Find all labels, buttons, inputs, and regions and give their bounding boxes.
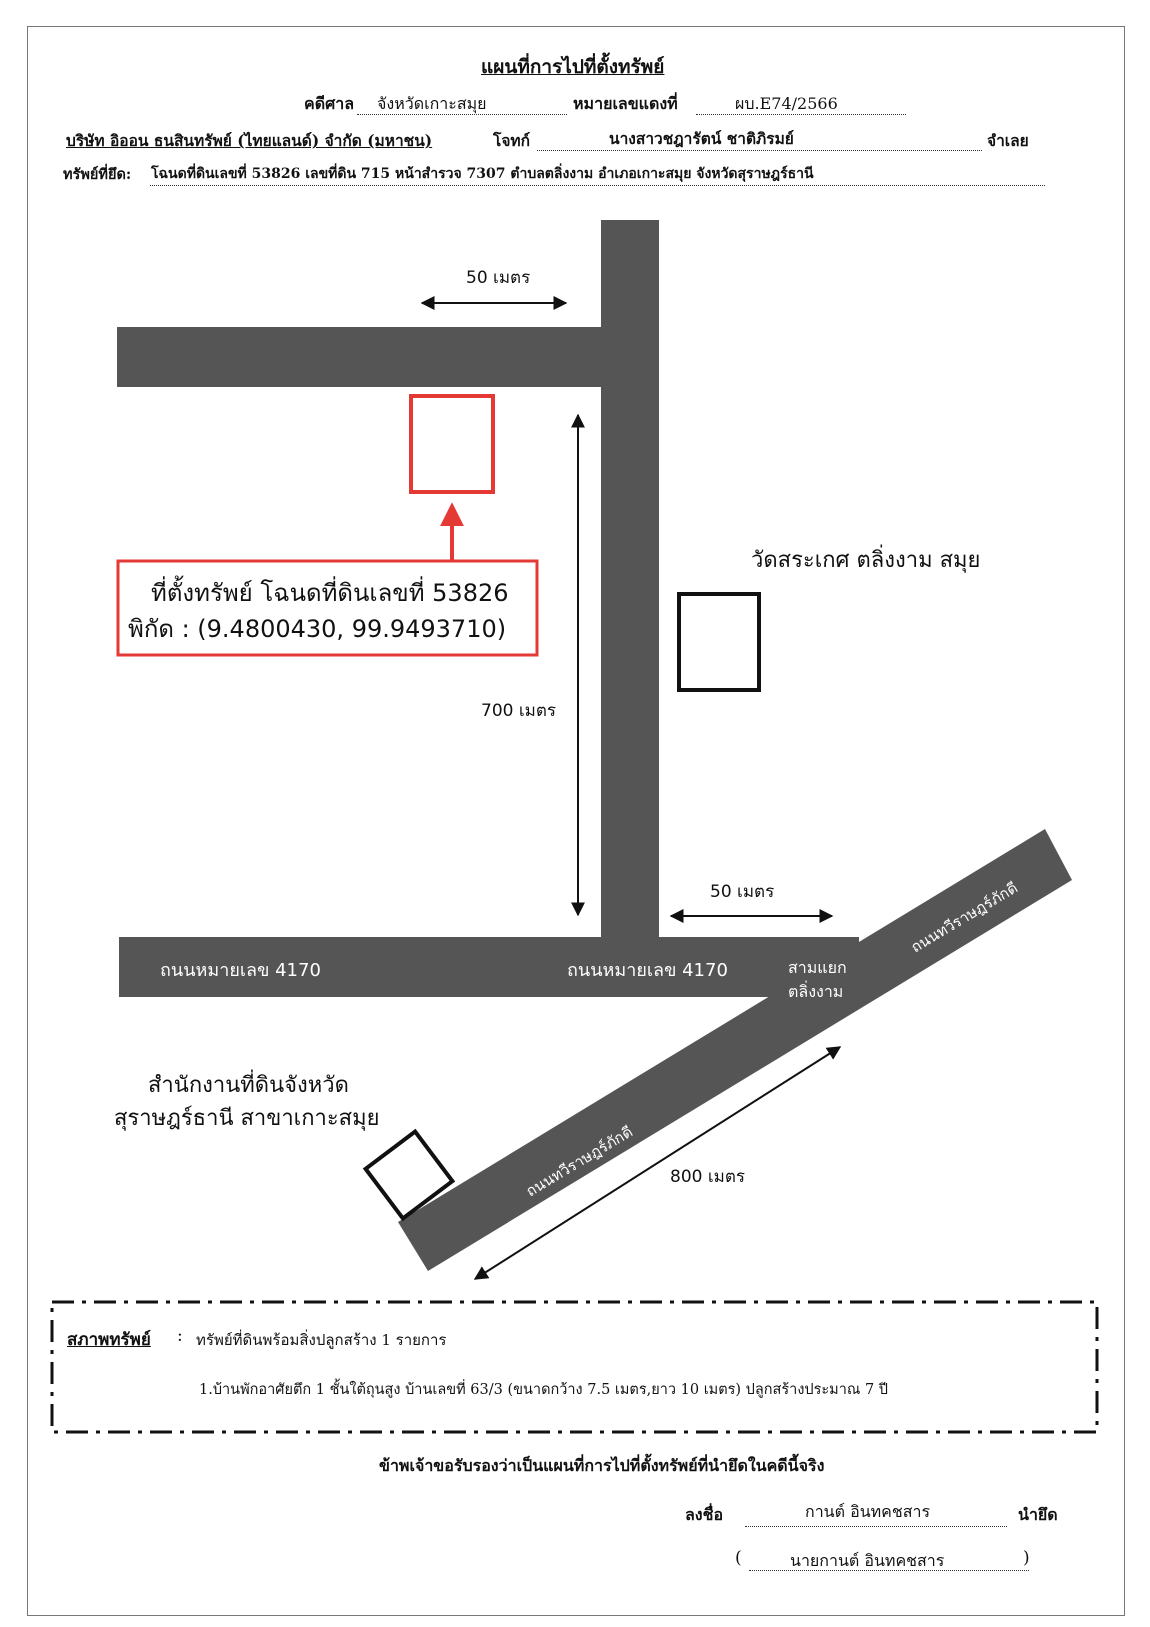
road-label-4170-left: ถนนหมายเลข 4170 xyxy=(160,960,321,981)
land-office-label-1: สำนักงานที่ดินจังหวัด xyxy=(148,1069,349,1098)
defendant-role: จำเลย xyxy=(987,131,1029,150)
court-value-line xyxy=(357,114,567,115)
seized-label: ทรัพย์ที่ยึด: xyxy=(63,166,132,183)
page-frame xyxy=(27,26,1125,1616)
condition-frame xyxy=(50,1300,1099,1434)
printed-name: นายกานต์ อินทคชสาร xyxy=(790,1551,945,1570)
property-callout-line1: ที่ตั้งทรัพย์ โฉนดที่ดินเลขที่ 53826 xyxy=(151,575,509,607)
distance-label-mid: 50 เมตร xyxy=(710,882,774,902)
road-4170 xyxy=(119,937,859,997)
seized-line xyxy=(150,185,1045,186)
page-title: แผนที่การไปที่ตั้งทรัพย์ xyxy=(481,56,665,78)
case-number-line xyxy=(696,114,906,115)
open-paren: ( xyxy=(735,1548,742,1568)
defendant-line xyxy=(537,150,982,151)
printed-name-line xyxy=(749,1570,1029,1571)
distance-label-diag: 800 เมตร xyxy=(670,1167,745,1187)
signature-name: กานต์ อินทคชสาร xyxy=(805,1502,931,1521)
distance-label-vertical: 700 เมตร xyxy=(481,701,556,721)
condition-item-1: 1.บ้านพักอาศัยตึก 1 ชั้นใต้ถุนสูง บ้านเล… xyxy=(199,1382,888,1398)
seized-value: โฉนดที่ดินเลขที่ 53826 เลขที่ดิน 715 หน้… xyxy=(151,166,814,182)
plaintiff-role: โจทก์ xyxy=(493,131,531,150)
land-office-label-2: สุราษฎร์ธานี สาขาเกาะสมุย xyxy=(114,1106,380,1131)
court-value: จังหวัดเกาะสมุย xyxy=(377,94,487,113)
certification-text: ข้าพเจ้าขอรับรองว่าเป็นแผนที่การไปที่ตั้… xyxy=(379,1456,825,1475)
condition-colon: : xyxy=(177,1326,183,1346)
case-number-value: ผบ.E74/2566 xyxy=(735,94,838,113)
road-label-4170-right: ถนนหมายเลข 4170 xyxy=(567,960,728,981)
court-label: คดีศาล xyxy=(304,94,355,113)
distance-label-top: 50 เมตร xyxy=(466,268,530,288)
property-callout-box xyxy=(116,559,539,657)
condition-label: สภาพทรัพย์ xyxy=(67,1330,151,1350)
signature-label: ลงชื่อ xyxy=(685,1505,724,1524)
temple-label: วัดสระเกศ ตลิ่งงาม สมุย xyxy=(751,544,980,573)
road-vertical xyxy=(601,220,659,970)
signature-line xyxy=(745,1526,1007,1527)
temple-building xyxy=(677,592,761,692)
road-top-horizontal xyxy=(117,327,659,387)
distance-arrow-diag xyxy=(473,1046,842,1280)
junction-label-1: สามแยก xyxy=(788,958,847,977)
signature-role: นำยึด xyxy=(1018,1505,1058,1524)
land-office-building xyxy=(362,1128,456,1222)
close-paren: ) xyxy=(1023,1548,1030,1568)
condition-summary: ทรัพย์ที่ดินพร้อมสิ่งปลูกสร้าง 1 รายการ xyxy=(196,1331,447,1349)
property-callout-line2: พิกัด : (9.4800430, 99.9493710) xyxy=(128,615,506,643)
property-plot xyxy=(409,394,495,494)
case-number-label: หมายเลขแดงที่ xyxy=(573,94,678,113)
plaintiff-name: บริษัท อิออน ธนสินทรัพย์ (ไทยแลนด์) จำกั… xyxy=(66,131,433,150)
defendant-name: นางสาวชฎารัตน์ ชาติภิรมย์ xyxy=(609,129,794,148)
junction-label-2: ตลิ่งงาม xyxy=(788,980,843,1001)
